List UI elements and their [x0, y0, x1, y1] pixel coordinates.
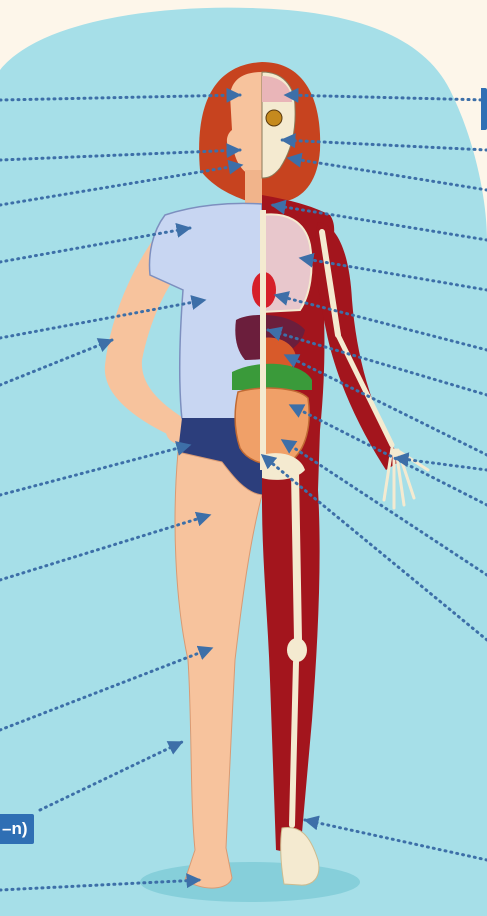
left-edge-label: –n)	[0, 814, 34, 844]
kneecap	[287, 638, 307, 662]
eye-socket	[266, 110, 282, 126]
spine	[260, 210, 266, 470]
femur	[295, 472, 298, 640]
intestines	[235, 388, 309, 464]
right-edge-label	[481, 88, 487, 130]
tibia	[292, 662, 296, 825]
neck	[245, 170, 262, 205]
